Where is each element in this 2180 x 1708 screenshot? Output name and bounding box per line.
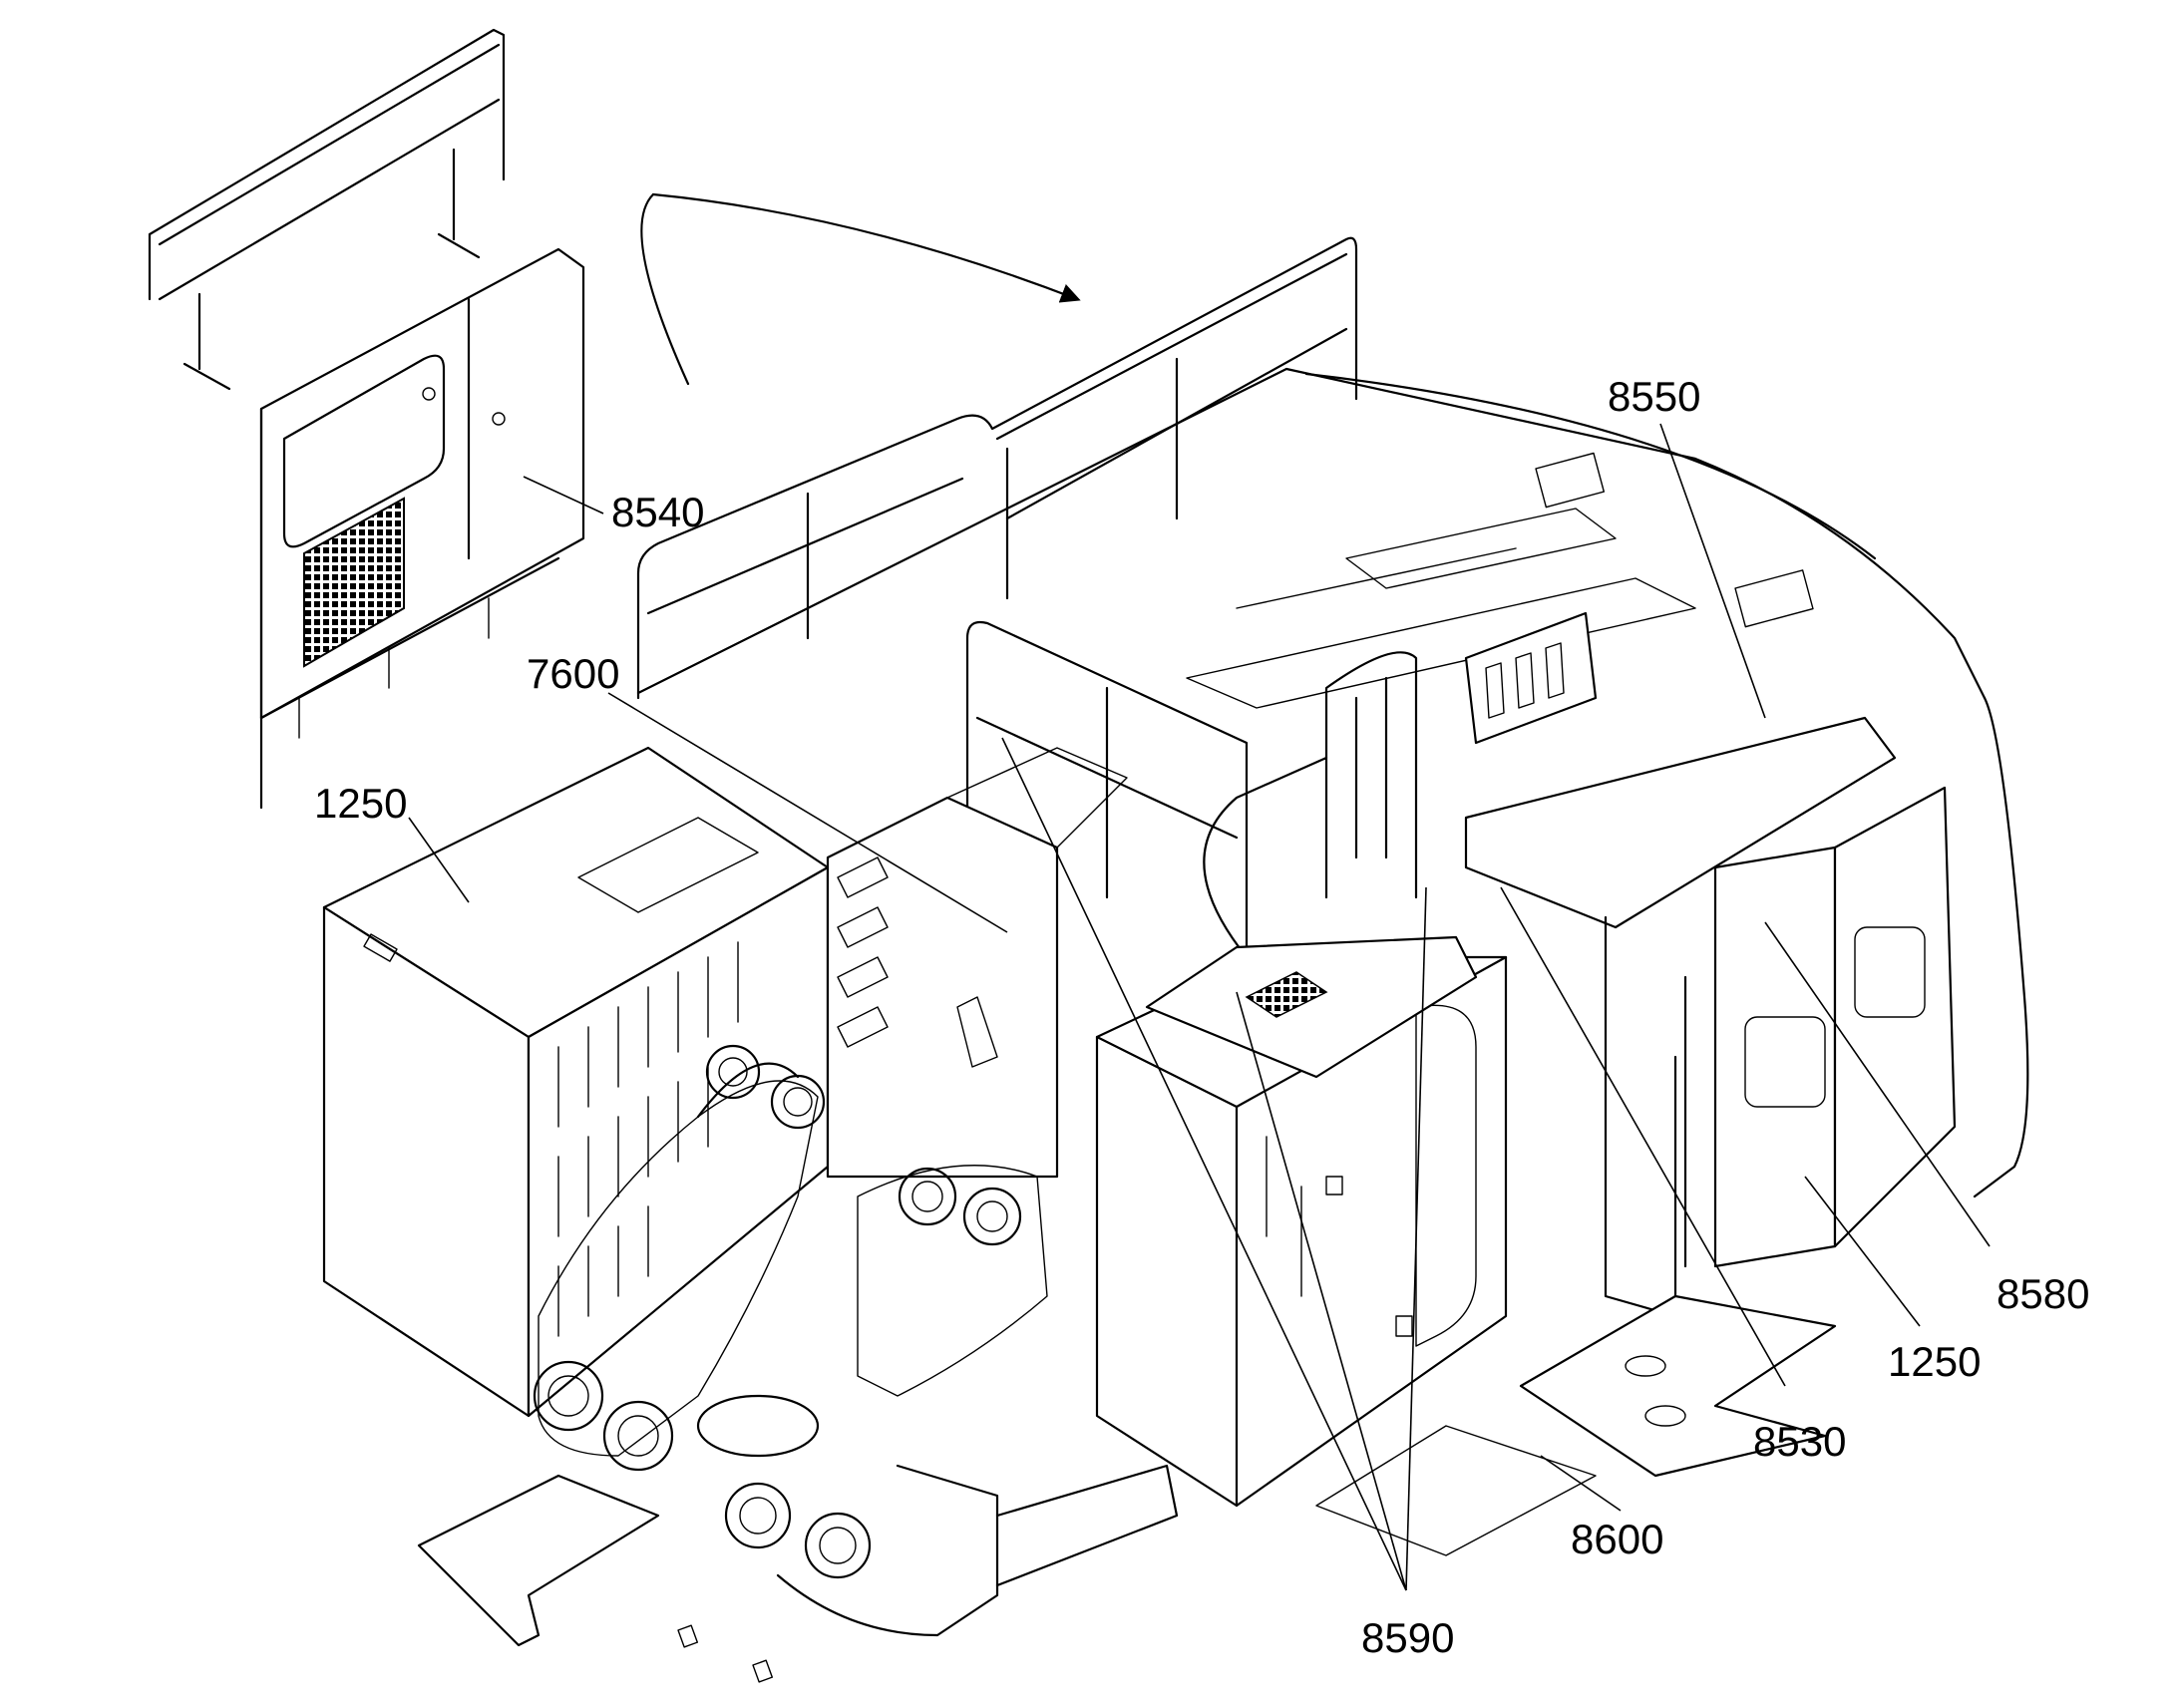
leader-8540	[523, 476, 604, 514]
leader-8590-a	[1001, 737, 1407, 1591]
leader-8590-b	[1236, 991, 1407, 1591]
leader-1250-left	[408, 817, 470, 903]
leader-8530	[1500, 886, 1786, 1387]
callout-8550: 8550	[1608, 373, 1700, 420]
right-side-compartment	[1464, 716, 1957, 1318]
callout-7600: 7600	[527, 650, 619, 697]
callout-8540: 8540	[611, 489, 704, 535]
callout-8530: 8530	[1753, 1418, 1846, 1465]
callout-8580: 8580	[1997, 1270, 2089, 1317]
leader-7600	[607, 692, 1008, 933]
deck-guardrails	[636, 236, 1418, 959]
callout-1250-left: 1250	[314, 780, 407, 827]
leader-8580	[1764, 921, 1991, 1247]
left-compartment-box	[322, 746, 830, 1418]
swing-direction-arrow	[640, 192, 1081, 386]
callout-1250-right: 1250	[1888, 1338, 1981, 1385]
front-cabinet	[1095, 935, 1508, 1508]
leader-8600	[1540, 1455, 1622, 1512]
battery-grid	[1245, 971, 1328, 1018]
leader-lines	[408, 423, 1991, 1591]
detached-side-panel	[148, 28, 585, 810]
upper-structure-deck	[636, 367, 2029, 1198]
callout-labels: 8540 7600 1250 8550 8580 1250 8530 8600 …	[314, 373, 2089, 1661]
callout-8600: 8600	[1571, 1516, 1663, 1562]
floor-plates	[417, 1294, 1837, 1683]
leader-8550	[1659, 423, 1766, 719]
boom-foot-frame	[533, 1044, 1179, 1637]
leader-8590-c	[1405, 886, 1427, 1591]
vent-grille	[303, 497, 405, 668]
centre-service-compartment	[826, 747, 1128, 1179]
leader-1250-right	[1804, 1176, 1921, 1327]
callout-8590: 8590	[1361, 1614, 1454, 1661]
